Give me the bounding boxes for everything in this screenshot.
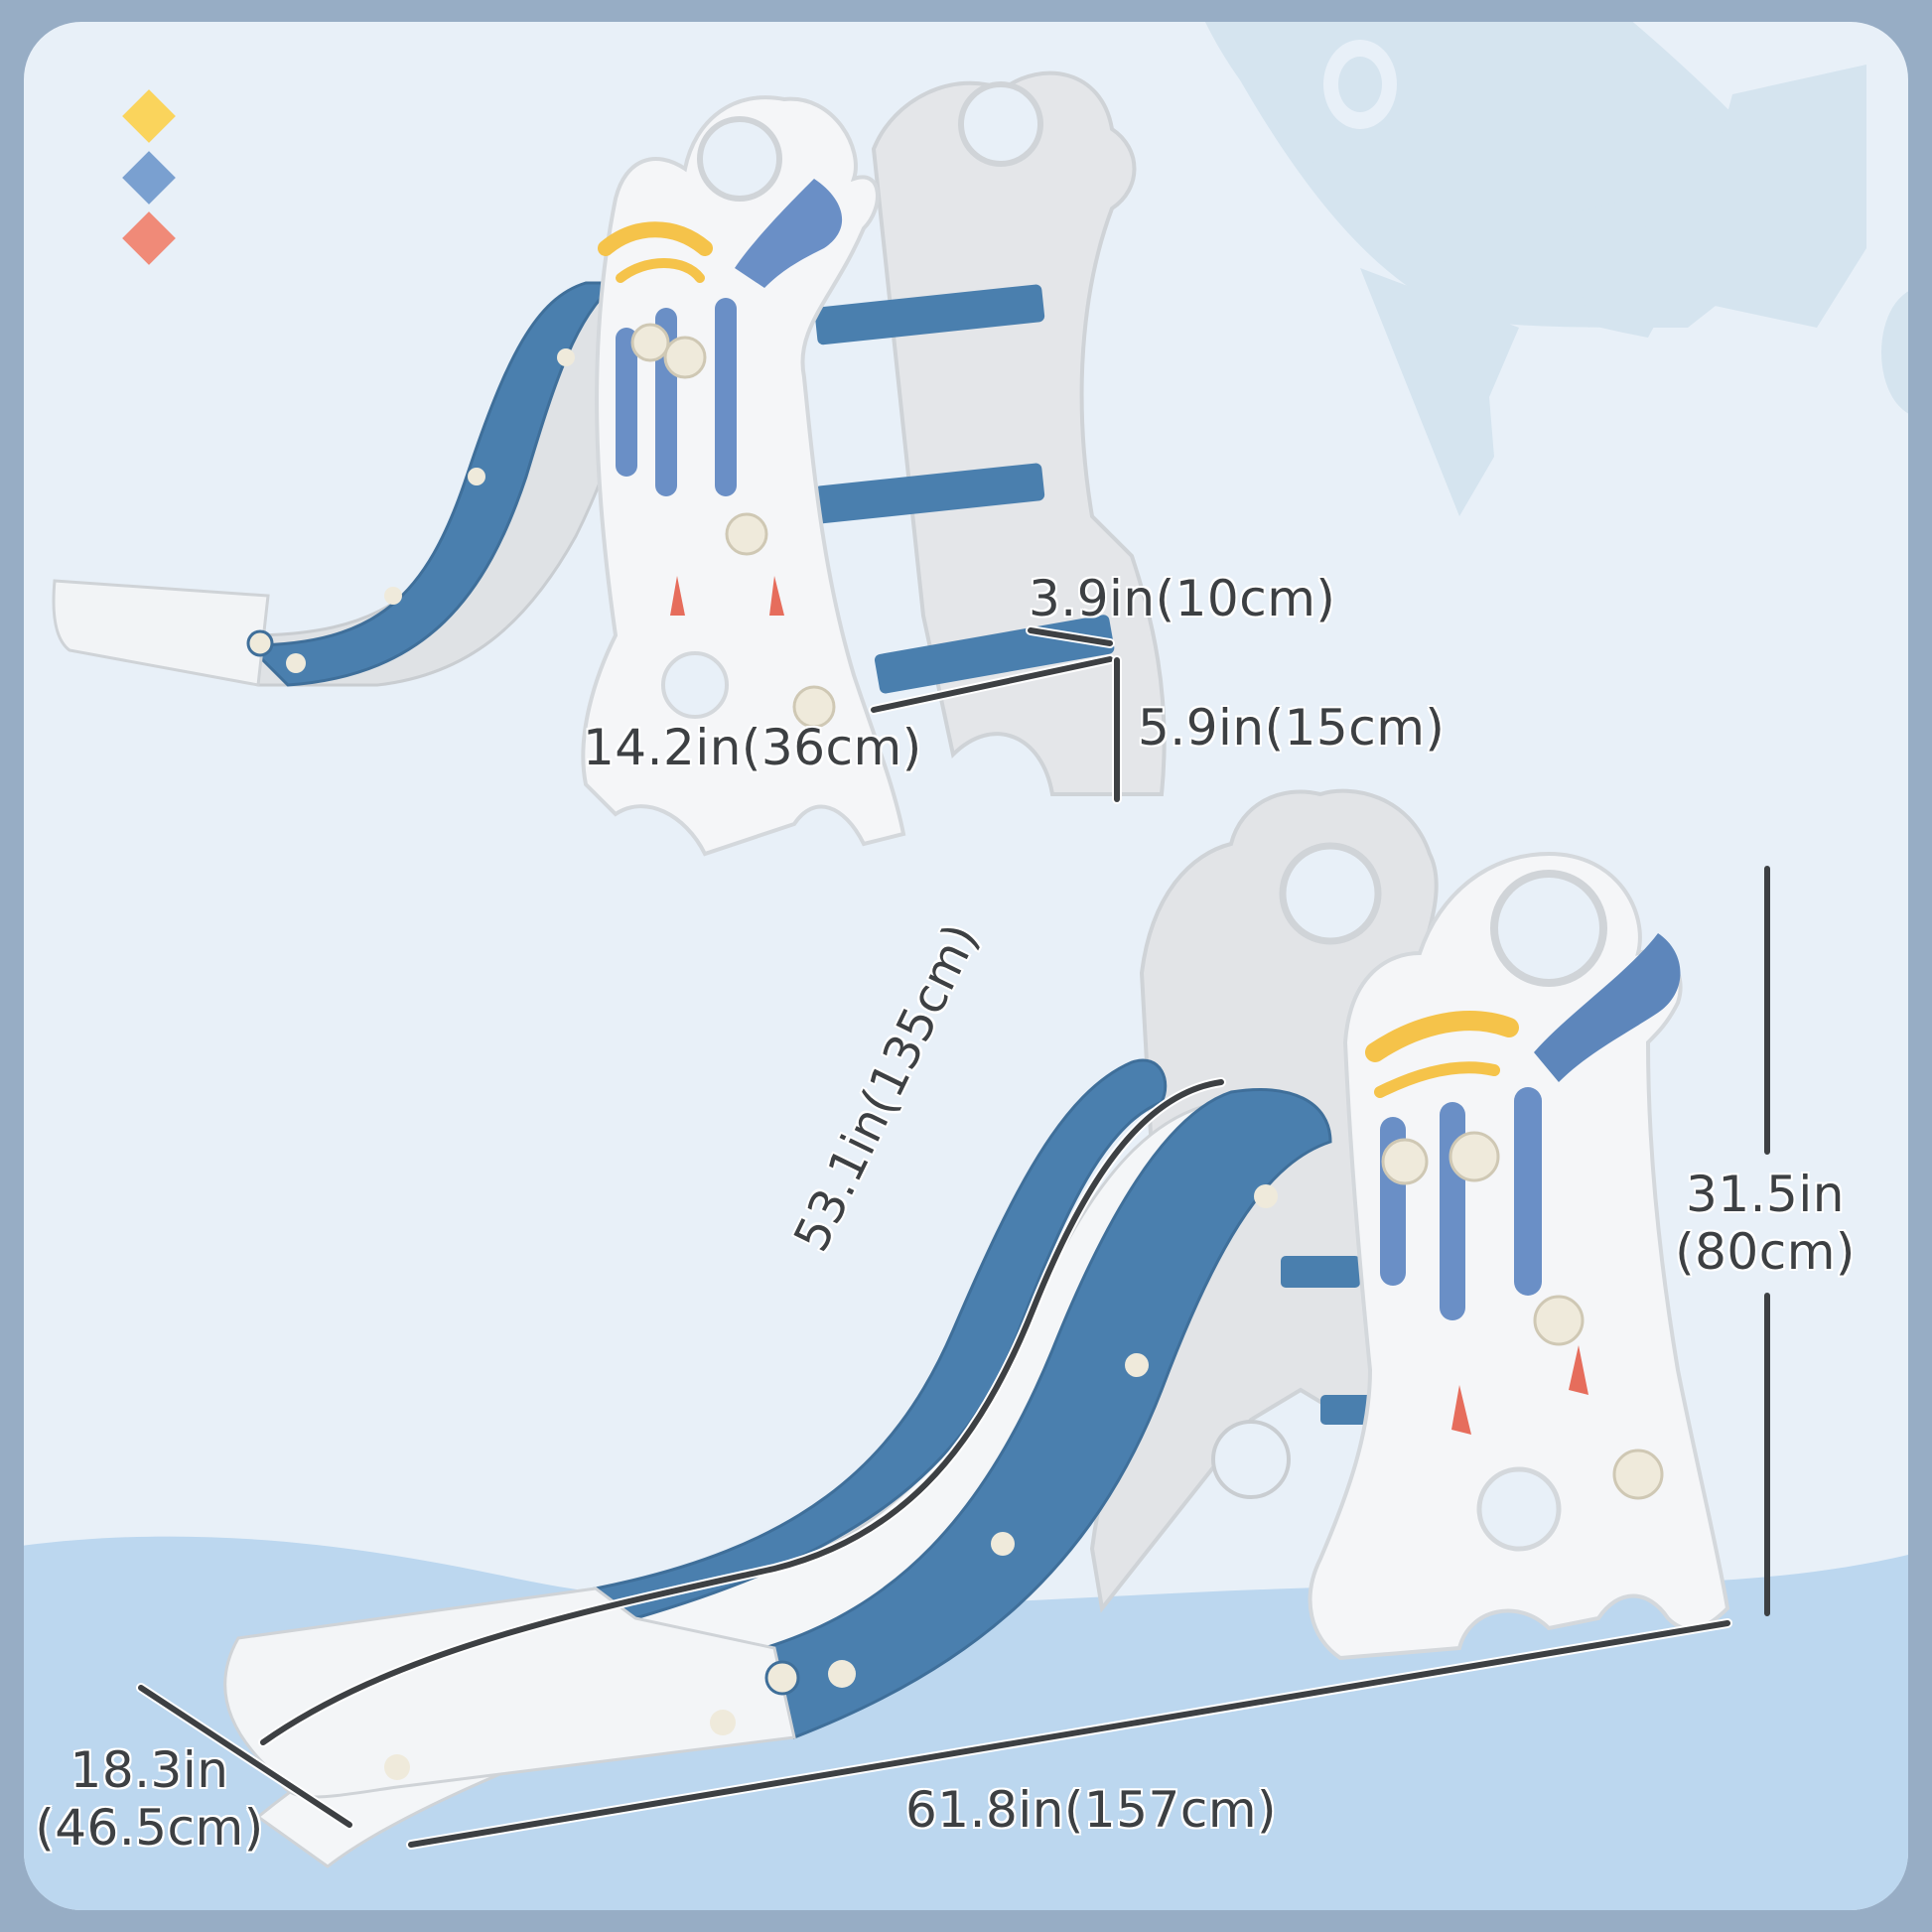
width-label: 18.3in (46.5cm) bbox=[28, 1741, 271, 1857]
rocket-watermark-icon bbox=[1203, 22, 1908, 516]
width-in: 18.3in bbox=[69, 1741, 229, 1799]
width-cm: (46.5cm) bbox=[35, 1798, 264, 1857]
slide-top-view bbox=[52, 70, 1167, 857]
height-cm: (80cm) bbox=[1675, 1222, 1856, 1281]
total-length-label: 61.8in(157cm) bbox=[905, 1781, 1278, 1839]
top-dimension-lines bbox=[869, 625, 1122, 804]
height-label: 31.5in (80cm) bbox=[1666, 1166, 1864, 1281]
step-spacing-label: 5.9in(15cm) bbox=[1138, 699, 1446, 757]
slide-main-view bbox=[136, 788, 1770, 1868]
step-width-label: 14.2in(36cm) bbox=[583, 719, 922, 776]
main-dimension-lines bbox=[136, 866, 1770, 1850]
height-in: 31.5in bbox=[1686, 1166, 1845, 1223]
step-depth-label: 3.9in(10cm) bbox=[1029, 570, 1336, 627]
